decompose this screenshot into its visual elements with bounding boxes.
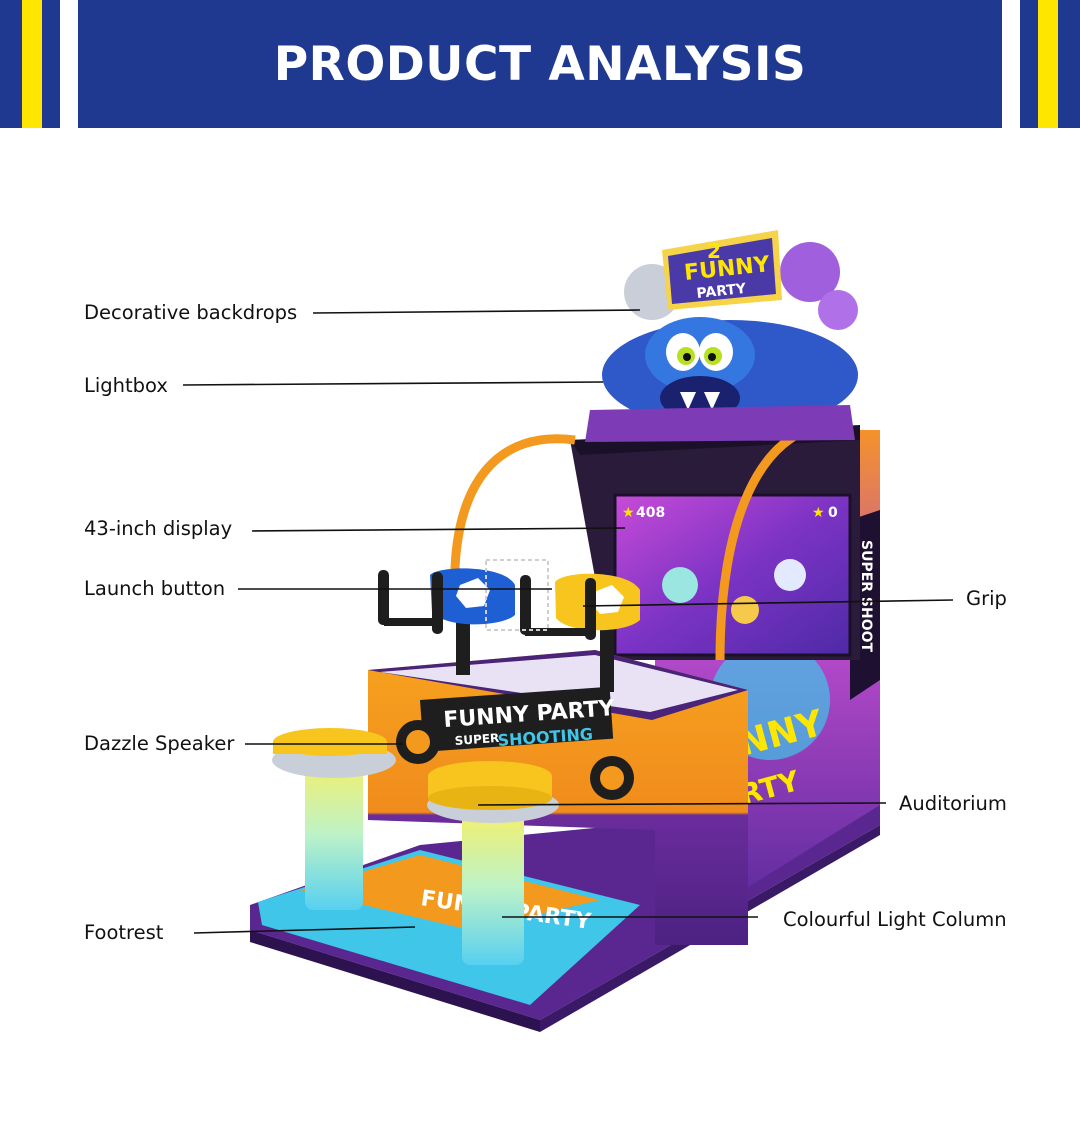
marquee-number: 2 [707, 239, 721, 263]
label-dazzle-speaker: Dazzle Speaker [84, 732, 235, 755]
left-stripe-navy-2 [42, 0, 60, 128]
svg-text:★: ★ [622, 505, 635, 521]
label-lightbox: Lightbox [84, 374, 168, 397]
right-stripe-navy-2 [1058, 0, 1080, 128]
line-lightbox [182, 381, 604, 386]
label-footrest: Footrest [84, 921, 164, 944]
title-banner: PRODUCT ANALYSIS [78, 0, 1002, 128]
right-stripe-yellow [1038, 0, 1058, 128]
side-vertical-text: SUPER SHOOT [858, 540, 874, 653]
line-decorative-backdrops [312, 309, 641, 314]
label-launch-button: Launch button [84, 577, 226, 600]
page-title: PRODUCT ANALYSIS [273, 36, 807, 92]
label-grip: Grip [966, 587, 1007, 610]
decorative-backdrop: 2 FUNNY PARTY [624, 230, 858, 330]
marquee-line2: PARTY [696, 281, 748, 302]
line-footrest [193, 926, 416, 934]
panel-subtitle: SUPER [454, 731, 499, 748]
right-stripe-navy [1020, 0, 1038, 128]
guns [378, 559, 640, 692]
game-screen [615, 495, 850, 655]
line-display [251, 527, 626, 532]
line-grip [582, 599, 954, 607]
lightbox [585, 317, 858, 442]
screen-score-left: 408 [636, 505, 665, 521]
left-stripe-yellow [22, 0, 42, 128]
label-light-column: Colourful Light Column [783, 908, 1007, 931]
label-decorative-backdrops: Decorative backdrops [84, 301, 298, 324]
left-stripe-navy [0, 0, 22, 128]
screen-score-right: 0 [828, 505, 838, 521]
svg-text:★: ★ [812, 505, 825, 521]
line-auditorium [477, 802, 887, 806]
label-auditorium: Auditorium [899, 792, 1007, 815]
header: PRODUCT ANALYSIS [0, 0, 1080, 128]
upper-cabinet: ★ 408 ★ 0 [450, 420, 860, 661]
label-display: 43-inch display [84, 517, 233, 540]
